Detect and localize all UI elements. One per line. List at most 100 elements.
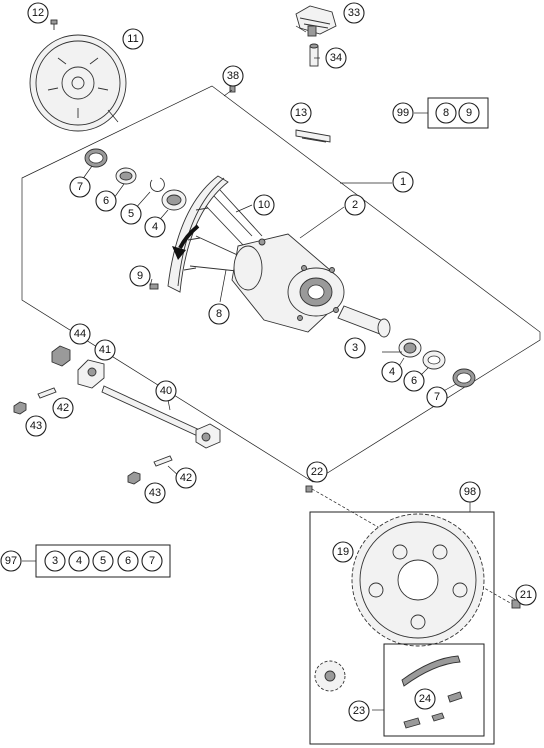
callout-23-label: 23 — [353, 705, 365, 717]
callout-8: 8 — [208, 303, 230, 325]
adjuster-nut-left — [13, 401, 27, 415]
callout-1-label: 1 — [400, 176, 406, 188]
callout-4-right-label: 4 — [389, 366, 395, 378]
kit-97-item-4: 6 — [117, 550, 139, 572]
bearing-right — [398, 338, 422, 358]
callout-6-right: 6 — [403, 370, 425, 392]
kit-99-item-2: 9 — [458, 102, 480, 124]
spoke-nipple — [149, 283, 159, 290]
callout-4-left: 4 — [144, 216, 166, 238]
kit-97-item-3-label: 5 — [100, 555, 106, 567]
wheel-assembly-outline — [21, 85, 541, 483]
callout-41-label: 41 — [99, 344, 111, 356]
bearing-left — [115, 167, 137, 185]
callout-4-left-label: 4 — [152, 221, 158, 233]
callout-41: 41 — [94, 339, 116, 361]
callout-43-right: 43 — [144, 482, 166, 504]
callout-34-label: 34 — [330, 52, 342, 64]
chain-box — [383, 643, 485, 737]
callout-24: 24 — [414, 688, 436, 710]
callout-23: 23 — [348, 700, 370, 722]
kit-97: 97 3 4 5 6 7 — [0, 544, 171, 578]
kit-97-item-1-label: 3 — [52, 555, 58, 567]
callout-10-label: 10 — [258, 199, 270, 211]
callout-2: 2 — [344, 194, 366, 216]
kit-97-item-5: 7 — [141, 550, 163, 572]
rear-sprocket — [351, 513, 485, 647]
callout-11-label: 11 — [127, 33, 138, 45]
callout-33: 33 — [343, 2, 365, 24]
callout-43-left-label: 43 — [30, 420, 42, 432]
callout-42-left-label: 42 — [57, 402, 69, 414]
kit-99-label: 99 — [397, 107, 409, 119]
kit-97-item-4-label: 6 — [125, 555, 131, 567]
callout-38: 38 — [222, 65, 244, 87]
callout-5-label: 5 — [128, 208, 134, 220]
kit-99: 99 8 9 — [392, 97, 489, 129]
spokes — [189, 189, 263, 273]
rim-tape — [295, 129, 331, 143]
callout-38-label: 38 — [227, 70, 239, 82]
callout-4-right: 4 — [381, 361, 403, 383]
kit-97-label-callout: 97 — [0, 550, 22, 572]
callout-22: 22 — [306, 461, 328, 483]
kit-97-item-5-label: 7 — [149, 555, 155, 567]
callout-5: 5 — [120, 203, 142, 225]
rim — [167, 175, 229, 293]
callout-98-label: 98 — [464, 486, 476, 498]
callout-7-left-label: 7 — [77, 181, 83, 193]
kit-99-label-callout: 99 — [392, 102, 414, 124]
callout-11: 11 — [122, 28, 144, 50]
circlip-left — [149, 177, 165, 192]
callout-3-label: 3 — [352, 342, 358, 354]
callout-40: 40 — [155, 380, 177, 402]
callout-6-left-label: 6 — [103, 195, 109, 207]
callout-1: 1 — [392, 171, 414, 193]
callout-10: 10 — [253, 194, 275, 216]
kit-97-item-1: 3 — [44, 550, 66, 572]
callout-21: 21 — [515, 584, 537, 606]
callout-33-label: 33 — [348, 7, 360, 19]
callout-9: 9 — [129, 265, 151, 287]
kit-97-item-3: 5 — [92, 550, 114, 572]
callout-19: 19 — [332, 541, 354, 563]
chain-adjuster-left — [77, 359, 105, 389]
rotation-arrow-icon — [172, 224, 200, 260]
callout-42-right: 42 — [175, 467, 197, 489]
brake-disc — [29, 34, 127, 132]
bearing-right-outer — [422, 350, 446, 370]
kit-97-item-2-label: 4 — [76, 555, 82, 567]
bearing-left-inner — [161, 189, 187, 211]
callout-98: 98 — [459, 481, 481, 503]
callout-43-right-label: 43 — [149, 487, 161, 499]
adjuster-nut-right — [127, 471, 141, 485]
callout-7-left: 7 — [69, 176, 91, 198]
seal-ring-right — [452, 368, 476, 388]
rear-hub — [231, 233, 345, 333]
callout-12-label: 12 — [32, 7, 44, 19]
callout-24-label: 24 — [419, 693, 431, 705]
drive-chain — [401, 655, 463, 729]
callout-21-label: 21 — [520, 589, 532, 601]
kit-99-item-2-label: 9 — [466, 107, 472, 119]
sprocket-kit-box — [309, 511, 495, 745]
callout-7-right: 7 — [426, 386, 448, 408]
callout-7-right-label: 7 — [434, 391, 440, 403]
callout-22-label: 22 — [311, 466, 323, 478]
axle-nut — [51, 345, 71, 367]
valve-pin — [309, 43, 319, 67]
adjuster-screw-left — [37, 387, 57, 399]
callout-19-label: 19 — [337, 546, 349, 558]
callout-8-label: 8 — [216, 308, 222, 320]
kit-99-item-1: 8 — [435, 102, 457, 124]
callout-40-label: 40 — [160, 385, 172, 397]
front-sprocket — [314, 660, 346, 692]
valve-cap — [295, 5, 337, 37]
callout-44: 44 — [69, 323, 91, 345]
callout-6-left: 6 — [95, 190, 117, 212]
kit-97-item-2: 4 — [68, 550, 90, 572]
callout-2-label: 2 — [352, 199, 358, 211]
seal-ring-left — [84, 148, 108, 168]
callout-44-label: 44 — [74, 328, 86, 340]
